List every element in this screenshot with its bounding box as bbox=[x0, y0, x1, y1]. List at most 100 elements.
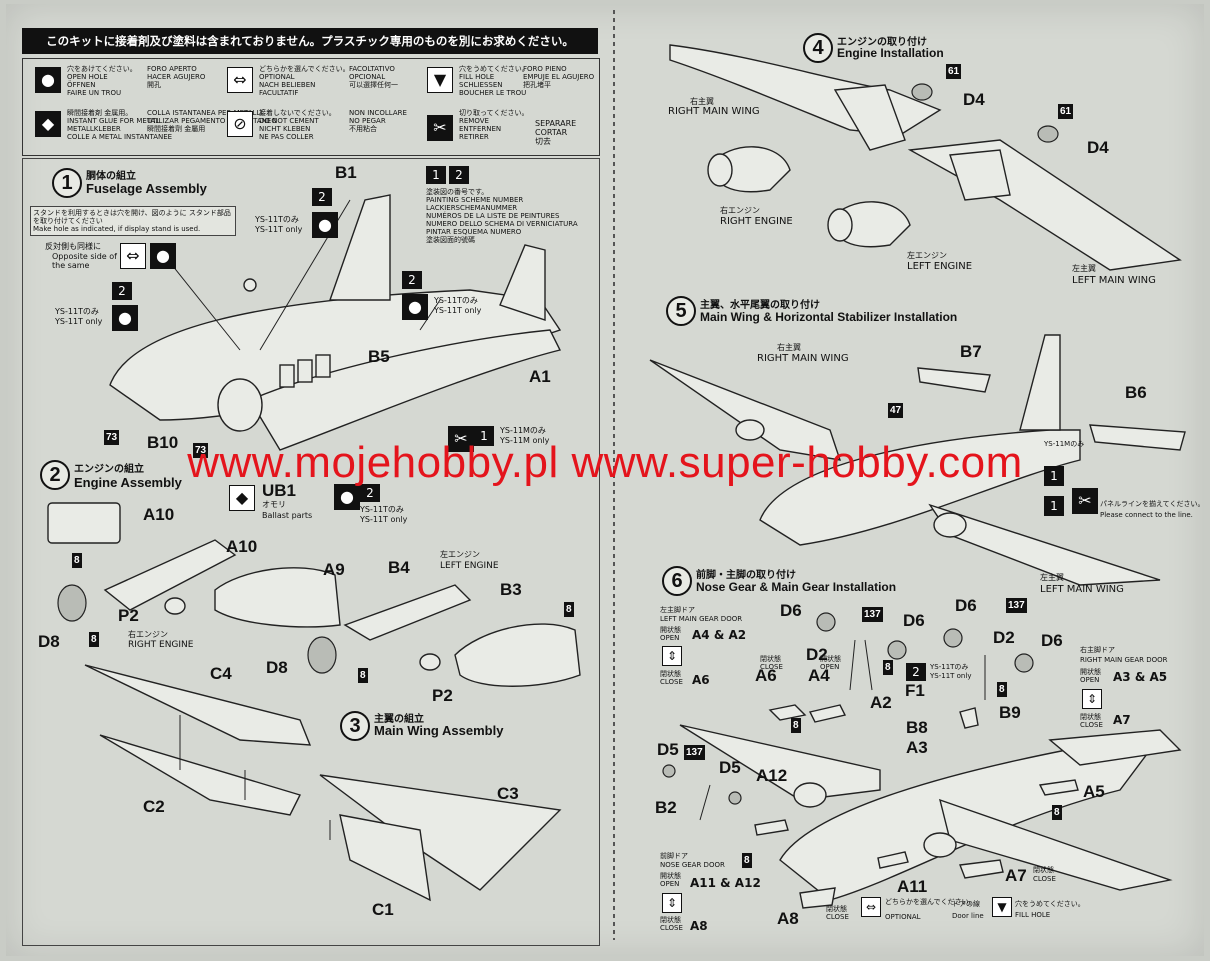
part-b6: B6 bbox=[1125, 383, 1147, 402]
right-open-jp: 開状態 bbox=[1080, 668, 1101, 676]
fill-hole-jp: 穴をうめてください。 bbox=[1015, 900, 1085, 908]
part-b1: B1 bbox=[335, 163, 357, 182]
cut-remove-icon: ✂ bbox=[427, 115, 453, 141]
stand-note: スタンドを利用するときは穴を開け、図のように スタンド部品を取り付けてください … bbox=[30, 206, 236, 236]
part-b7: B7 bbox=[960, 342, 982, 361]
part-d4-b: D4 bbox=[1087, 138, 1109, 157]
paint-color-8-e: 8 bbox=[883, 660, 893, 675]
part-d5-b: D5 bbox=[719, 758, 741, 777]
step-4-number: 4 bbox=[803, 33, 833, 63]
optional-icon: ⇕ bbox=[1082, 689, 1102, 709]
part-c2: C2 bbox=[143, 797, 165, 816]
drill-hole-icon: ● bbox=[312, 212, 338, 238]
right-wing-jp: 右主翼 bbox=[690, 97, 714, 106]
paint-scheme-2-icon: 2 bbox=[906, 663, 926, 681]
s5-left-wing-en: LEFT MAIN WING bbox=[1040, 584, 1124, 595]
drill-hole-icon: ● bbox=[35, 67, 61, 93]
a4-open-en: OPEN bbox=[820, 663, 840, 671]
part-b2: B2 bbox=[655, 798, 677, 817]
nose-open-parts: A11 & A12 bbox=[690, 876, 761, 890]
instant-glue-icon: ◆ bbox=[35, 111, 61, 137]
ys11m-en-label: YS-11M only bbox=[500, 436, 550, 445]
part-a7: A7 bbox=[1005, 866, 1027, 885]
right-close-en: CLOSE bbox=[1080, 721, 1103, 729]
door-line-jp: ドアの線 bbox=[952, 900, 980, 908]
drill-hole-icon: ● bbox=[112, 305, 138, 331]
paint-color-137-c: 137 bbox=[684, 745, 705, 760]
right-engine-jp: 右エンジン bbox=[128, 630, 168, 639]
paint-scheme-1-icon: 1 bbox=[474, 426, 494, 446]
right-engine-en-4: RIGHT ENGINE bbox=[720, 216, 793, 227]
ys11t-jp-label-3: YS-11Tのみ bbox=[434, 296, 478, 305]
step-1-title: Fuselage Assembly bbox=[86, 181, 207, 196]
a7-close-jp: 閉状態 bbox=[1033, 866, 1054, 874]
part-a3: A3 bbox=[906, 738, 928, 757]
paint-color-8: 8 bbox=[564, 602, 574, 617]
landing-gear-install-drawing bbox=[662, 612, 1182, 909]
s6-optional-en: OPTIONAL bbox=[885, 913, 921, 921]
a6-open-state: 閉状態 bbox=[760, 655, 781, 663]
step-3-title: Main Wing Assembly bbox=[374, 723, 504, 738]
paint-color-8-h: 8 bbox=[1052, 805, 1062, 820]
step-1-number: 1 bbox=[52, 168, 82, 198]
ys11t-jp-label: YS-11Tのみ bbox=[255, 215, 299, 224]
ys11t-jp-label-4: YS-11Tのみ bbox=[360, 505, 404, 514]
s6-ys11t-jp: YS-11Tのみ bbox=[930, 663, 969, 671]
part-b10: B10 bbox=[147, 433, 179, 452]
part-b4: B4 bbox=[388, 558, 410, 577]
part-d2-b: D2 bbox=[806, 645, 828, 664]
part-d6: D6 bbox=[780, 601, 802, 620]
paint-color-8-g: 8 bbox=[791, 718, 801, 733]
part-b3: B3 bbox=[500, 580, 522, 599]
left-close-en: CLOSE bbox=[660, 678, 683, 686]
nose-door-jp: 前脚ドア bbox=[660, 852, 688, 860]
left-engine-en-4: LEFT ENGINE bbox=[907, 261, 973, 272]
part-a4: A4 bbox=[808, 666, 830, 685]
right-wing-en: RIGHT MAIN WING bbox=[668, 106, 760, 117]
s6-optional-jp: どちらかを選んでください。 bbox=[885, 898, 976, 906]
paint-color-73-b: 73 bbox=[193, 443, 209, 458]
left-wing-jp: 左主翼 bbox=[1072, 264, 1096, 273]
right-engine-jp-4: 右エンジン bbox=[720, 206, 760, 215]
part-d6-b: D6 bbox=[903, 611, 925, 630]
s6-ys11t-en: YS-11T only bbox=[930, 672, 972, 680]
ub1-en: Ballast parts bbox=[262, 511, 313, 520]
ys11t-en-label-4: YS-11T only bbox=[360, 515, 408, 524]
left-steps-panel bbox=[22, 158, 600, 946]
part-a5: A5 bbox=[1083, 782, 1105, 801]
left-engine-en: LEFT ENGINE bbox=[440, 561, 499, 571]
fuselage-drawing bbox=[109, 194, 562, 451]
part-c4: C4 bbox=[210, 664, 232, 683]
part-b5: B5 bbox=[368, 347, 390, 366]
step-6-title-jp: 前脚・主脚の取り付け bbox=[696, 570, 796, 581]
panel-line-en: Please connect to the line. bbox=[1100, 511, 1193, 519]
left-wing-en: LEFT MAIN WING bbox=[1072, 275, 1156, 286]
part-c3: C3 bbox=[497, 784, 519, 803]
drill-hole-icon: ● bbox=[150, 243, 176, 269]
optional-icon: ⇔ bbox=[227, 67, 253, 93]
optional-icon: ⇔ bbox=[120, 243, 146, 269]
part-d2: D2 bbox=[993, 628, 1015, 647]
step-3-title-jp: 主翼の組立 bbox=[374, 714, 424, 725]
part-p2: P2 bbox=[118, 606, 139, 625]
paint-color-73: 73 bbox=[104, 430, 120, 445]
part-a11: A11 bbox=[897, 877, 928, 896]
paint-color-47: 47 bbox=[888, 403, 904, 418]
ys11t-en-label-2: YS-11T only bbox=[55, 317, 103, 326]
part-a2: A2 bbox=[870, 693, 892, 712]
paint-scheme-2-icon: 2 bbox=[360, 484, 380, 502]
paint-scheme-2-icon: 2 bbox=[112, 282, 132, 300]
step-6-number: 6 bbox=[662, 566, 692, 596]
ys11t-en-label-3: YS-11T only bbox=[434, 306, 482, 315]
left-open-parts: A4 & A2 bbox=[692, 628, 747, 642]
fill-hole-en: FILL HOLE bbox=[1015, 911, 1051, 919]
right-gear-door-en: RIGHT MAIN GEAR DOOR bbox=[1080, 656, 1168, 664]
